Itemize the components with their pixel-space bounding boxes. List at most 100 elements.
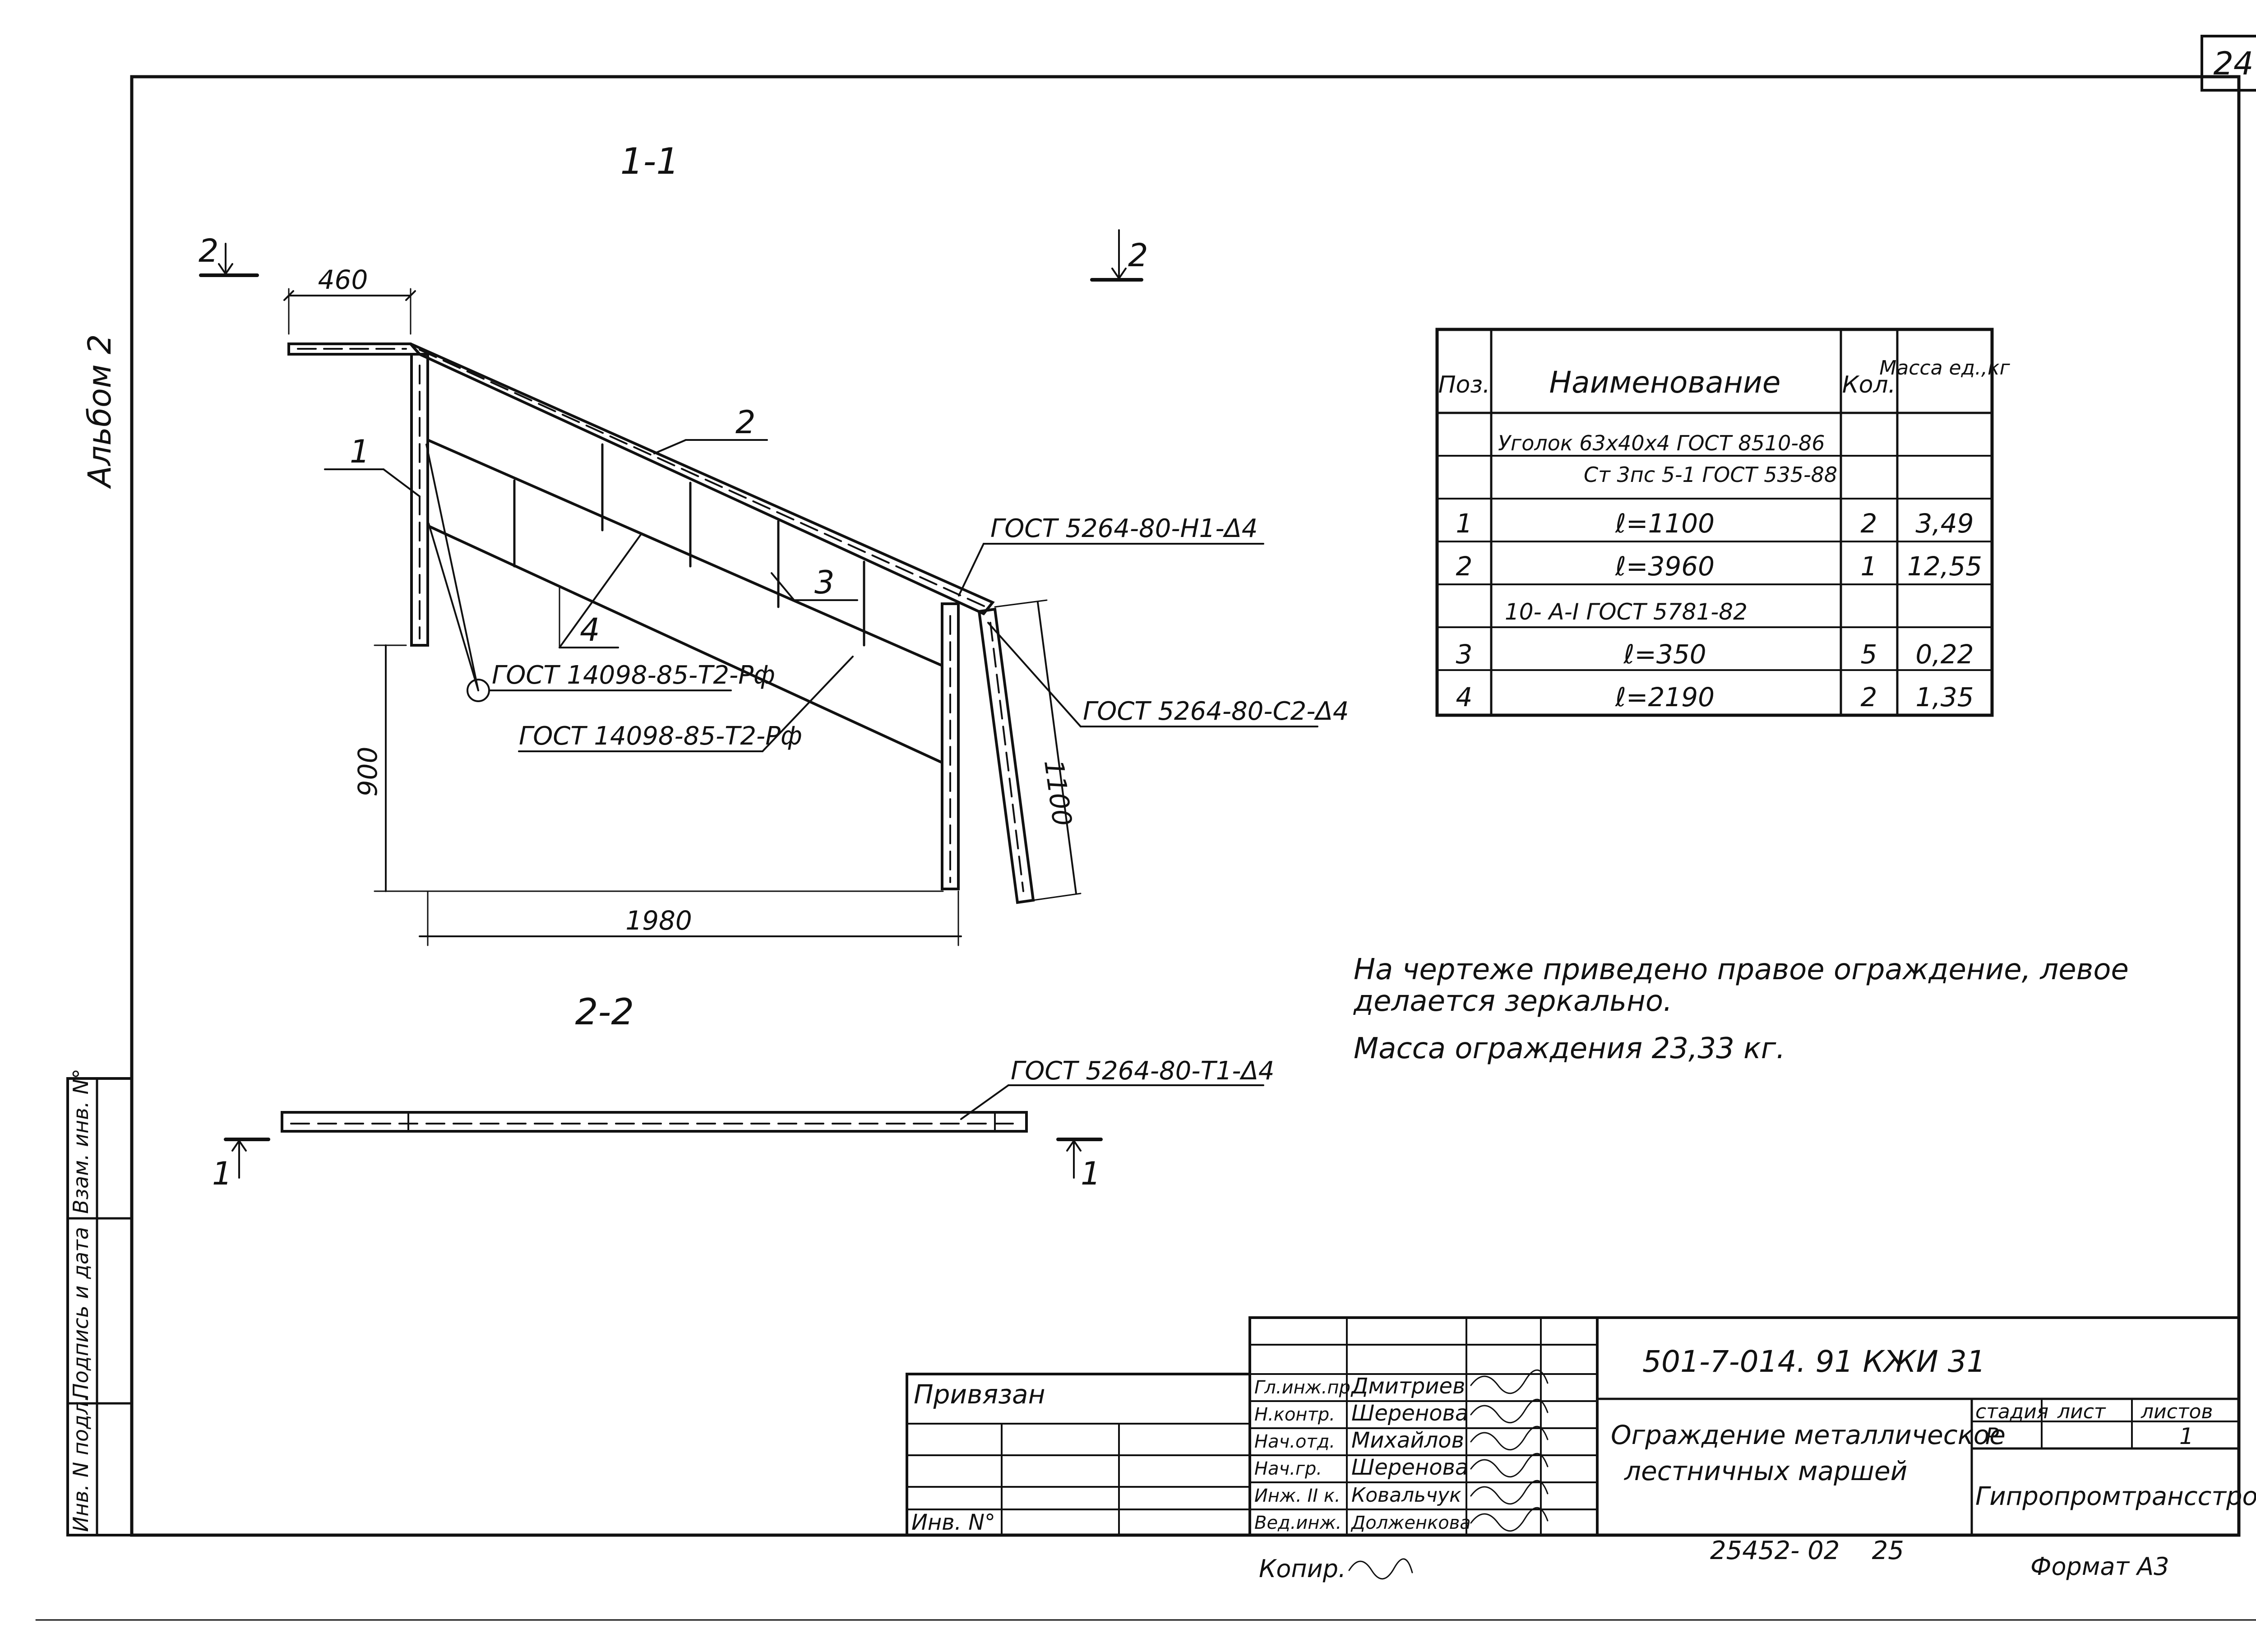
svg-text:2: 2	[1861, 682, 1877, 713]
svg-text:1: 1	[2179, 1423, 2194, 1449]
sheet-number-box	[2201, 35, 2256, 92]
svg-text:ℓ=1100: ℓ=1100	[1615, 508, 1715, 539]
weld-t2-a: ГОСТ 14098-85-Т2-Рф	[425, 444, 775, 702]
spec-table: Поз. Наименование Кол. Масса ед.,кг Угол…	[1435, 328, 2011, 717]
svg-text:ГОСТ 14098-85-Т2-Рф: ГОСТ 14098-85-Т2-Рф	[492, 661, 775, 690]
svg-text:ℓ=3960: ℓ=3960	[1615, 551, 1715, 582]
svg-text:Подпись и дата: Подпись и дата	[69, 1227, 93, 1399]
th-pos: Поз.	[1438, 371, 1490, 398]
svg-text:Взам. инв. N°: Взам. инв. N°	[69, 1069, 93, 1214]
paper-format: Формат А3	[2030, 1552, 2169, 1581]
svg-text:460: 460	[318, 264, 368, 295]
svg-text:3,49: 3,49	[1915, 508, 1974, 539]
signature-6	[1470, 1507, 1549, 1532]
th-name: Наименование	[1549, 365, 1781, 400]
svg-text:2: 2	[1128, 237, 1148, 274]
svg-text:900: 900	[352, 747, 383, 797]
signature-5	[1470, 1480, 1549, 1505]
svg-text:Инв. N подл.: Инв. N подл.	[69, 1395, 93, 1532]
signature-2	[1470, 1398, 1549, 1424]
title-line-2: лестничных маршей	[1624, 1456, 1907, 1486]
svg-text:Дмитриев: Дмитриев	[1350, 1374, 1465, 1399]
title-line-1: Ограждение металлическое	[1611, 1420, 2006, 1450]
svg-text:0,22: 0,22	[1915, 639, 1974, 670]
svg-text:2: 2	[199, 232, 219, 269]
cut-mark-2-left: 2	[199, 232, 259, 277]
leader-pos-3: 3	[771, 564, 858, 601]
material-1b: Ст 3пс 5-1 ГОСТ 535-88	[1584, 463, 1837, 487]
svg-text:Вед.инж.: Вед.инж.	[1254, 1513, 1341, 1533]
cut-mark-1-right: 1	[1056, 1138, 1103, 1192]
svg-text:1: 1	[1861, 551, 1877, 582]
svg-text:лист: лист	[2057, 1400, 2106, 1423]
leader-pos-2: 2	[653, 404, 768, 454]
svg-text:4: 4	[1456, 682, 1473, 713]
signature-4	[1470, 1453, 1549, 1478]
organization: Гипропромтрансстрой	[1975, 1482, 2256, 1511]
svg-text:Р: Р	[1985, 1423, 1999, 1449]
svg-text:ГОСТ 14098-85-Т2-Рф: ГОСТ 14098-85-Т2-Рф	[519, 722, 802, 751]
svg-text:ℓ=350: ℓ=350	[1623, 639, 1706, 670]
material-2: 10- А-I ГОСТ 5781-82	[1505, 599, 1747, 625]
svg-text:2: 2	[1861, 508, 1877, 539]
svg-text:1: 1	[350, 433, 370, 470]
svg-text:5: 5	[1861, 639, 1877, 670]
sheet-number: 24	[2213, 45, 2253, 82]
cut-mark-2-right: 2	[1090, 229, 1148, 282]
svg-text:1: 1	[1456, 508, 1473, 539]
weld-t2-b: ГОСТ 14098-85-Т2-Рф	[518, 656, 854, 752]
svg-text:ГОСТ 5264-80-Т1-Δ4: ГОСТ 5264-80-Т1-Δ4	[1011, 1056, 1275, 1086]
dim-900: 900	[352, 644, 944, 892]
album-label: Альбом 2	[81, 334, 118, 489]
railing-elevation	[287, 342, 1035, 904]
svg-text:Ковальчук: Ковальчук	[1351, 1484, 1461, 1507]
note-line-1: На чертеже приведено правое ограждение, …	[1354, 953, 2129, 986]
svg-text:Гл.инж.пр.: Гл.инж.пр.	[1254, 1377, 1356, 1398]
leader-pos-4: 4	[559, 534, 642, 648]
doc-code: 501-7-014. 91 КЖИ 31	[1642, 1344, 1986, 1379]
svg-text:1: 1	[212, 1155, 232, 1192]
svg-text:12,55: 12,55	[1907, 551, 1982, 582]
weld-h1: ГОСТ 5264-80-Н1-Δ4	[958, 514, 1264, 597]
section-2-2-plan: ГОСТ 5264-80-Т1-Δ4	[281, 1056, 1275, 1133]
material-1a: Уголок 63х40х4 ГОСТ 8510-86	[1498, 431, 1825, 455]
svg-text:Нач.отд.: Нач.отд.	[1254, 1431, 1335, 1452]
svg-text:ГОСТ 5264-80-Н1-Δ4: ГОСТ 5264-80-Н1-Δ4	[990, 514, 1257, 543]
svg-text:Михайлов: Михайлов	[1351, 1428, 1464, 1453]
svg-text:ℓ=2190: ℓ=2190	[1615, 682, 1715, 713]
svg-text:1: 1	[1081, 1155, 1101, 1192]
svg-text:листов: листов	[2140, 1400, 2213, 1423]
svg-text:3: 3	[814, 564, 835, 601]
leader-pos-1: 1	[324, 433, 421, 497]
copier-signature	[1348, 1558, 1413, 1580]
svg-text:4: 4	[580, 611, 600, 648]
svg-text:стадия: стадия	[1975, 1400, 2048, 1423]
cut-mark-1-left: 1	[212, 1138, 270, 1192]
weld-c2: ГОСТ 5264-80-С2-Δ4	[987, 622, 1349, 727]
inv-label: Инв. N°	[911, 1510, 995, 1535]
svg-text:1,35: 1,35	[1915, 682, 1974, 713]
dim-460: 460	[283, 264, 416, 335]
svg-text:Долженкова: Долженкова	[1350, 1513, 1471, 1533]
svg-text:1100: 1100	[1038, 758, 1078, 828]
th-qty: Кол.	[1842, 371, 1896, 398]
bound-label: Привязан	[914, 1379, 1045, 1410]
svg-text:ГОСТ 5264-80-С2-Δ4: ГОСТ 5264-80-С2-Δ4	[1083, 697, 1349, 726]
svg-text:Инж. II к.: Инж. II к.	[1254, 1485, 1341, 1506]
th-mass: Масса ед.,кг	[1879, 356, 2010, 379]
svg-text:2: 2	[1456, 551, 1473, 582]
copied-by: Копир.	[1259, 1555, 1346, 1583]
note-line-2: делается зеркально.	[1353, 985, 1672, 1018]
archive-number: 25452- 02 25	[1710, 1536, 1904, 1565]
svg-text:Шеренова: Шеренова	[1351, 1401, 1468, 1426]
side-stamp: Инв. N подл. Подпись и дата Взам. инв. N…	[66, 1069, 133, 1536]
svg-text:Н.контр.: Н.контр.	[1254, 1404, 1335, 1425]
section-2-title: 2-2	[575, 991, 634, 1033]
signature-3	[1470, 1425, 1549, 1451]
svg-text:Шеренова: Шеренова	[1351, 1455, 1468, 1480]
svg-text:3: 3	[1456, 639, 1473, 670]
section-1-title: 1-1	[620, 140, 680, 182]
svg-text:1980: 1980	[625, 905, 692, 936]
signature-1	[1470, 1369, 1549, 1394]
